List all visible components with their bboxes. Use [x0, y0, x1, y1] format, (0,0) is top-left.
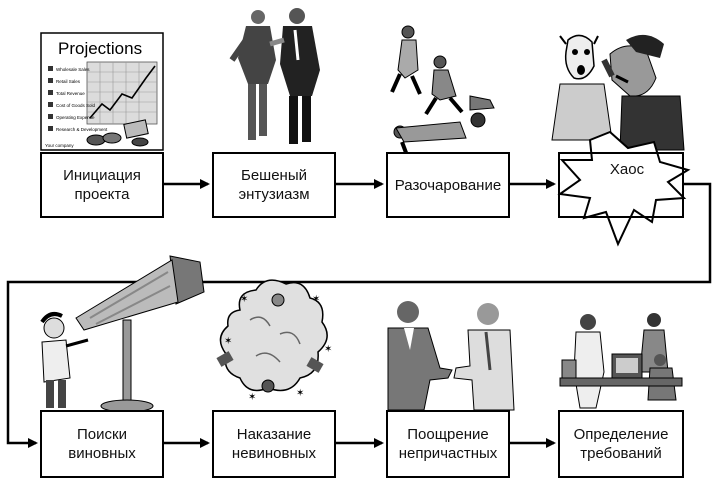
fight-cloud-illustration: ✶ ✶ ✶ ✶ ✶ ✶	[216, 279, 332, 403]
svg-text:✶: ✶	[324, 344, 332, 355]
explosion-burst	[557, 130, 691, 247]
doc-line-6: Research & Development	[56, 127, 108, 132]
stage-label: Определение требований	[573, 426, 669, 462]
stage-label: Поощрение непричастных	[398, 426, 498, 462]
coins-icon	[86, 119, 149, 147]
businessmen-illustration	[229, 8, 320, 144]
doc-line-4: Cost of Goods Sold	[56, 103, 96, 108]
stage-label: Наказание невиновных	[231, 426, 317, 462]
doc-line-1: Wholesale Sales	[56, 67, 90, 72]
stage-label: Поиски виновных	[68, 426, 136, 462]
megaphone-illustration	[40, 255, 205, 413]
svg-text:✶: ✶	[240, 294, 248, 305]
svg-text:✶: ✶	[224, 336, 232, 347]
svg-text:✶: ✶	[296, 388, 304, 399]
stage-label: Инициация проекта	[63, 167, 141, 203]
doc-line-3: Total Revenue	[56, 91, 85, 96]
doc-line-5: Operating Expense	[56, 115, 95, 120]
svg-text:✶: ✶	[248, 392, 256, 403]
projections-title: Projections	[58, 39, 142, 58]
svg-text:✶: ✶	[312, 294, 320, 305]
stage-label: Разочарование	[394, 176, 502, 194]
projections-document-illustration: Projections Wholesale Sales Retail Sales…	[40, 32, 164, 151]
stage-box-punish-innocent: Наказание невиновных	[212, 410, 336, 478]
stage-box-chaos: Хаос	[558, 152, 684, 218]
connector-arrows	[6, 179, 712, 448]
stage-box-project-initiation: Инициация проекта	[40, 152, 164, 218]
stage-box-disillusionment: Разочарование	[386, 152, 510, 218]
despair-illustration	[390, 25, 495, 159]
handshake-illustration	[387, 301, 515, 411]
stage-box-reward-uninvolved: Поощрение непричастных	[386, 410, 510, 478]
stage-label: Бешеный энтузиазм	[238, 167, 310, 203]
stage-box-search-for-guilty: Поиски виновных	[40, 410, 164, 478]
doc-line-2: Retail Sales	[56, 79, 81, 84]
stage-box-define-requirements: Определение требований	[558, 410, 684, 478]
stage-label: Хаос	[609, 161, 645, 178]
arrow-4-5-loop	[6, 182, 712, 448]
doc-footer: Your company	[45, 143, 74, 148]
office-illustration	[559, 313, 683, 409]
whisper-illustration	[551, 34, 685, 151]
stage-box-wild-enthusiasm: Бешеный энтузиазм	[212, 152, 336, 218]
